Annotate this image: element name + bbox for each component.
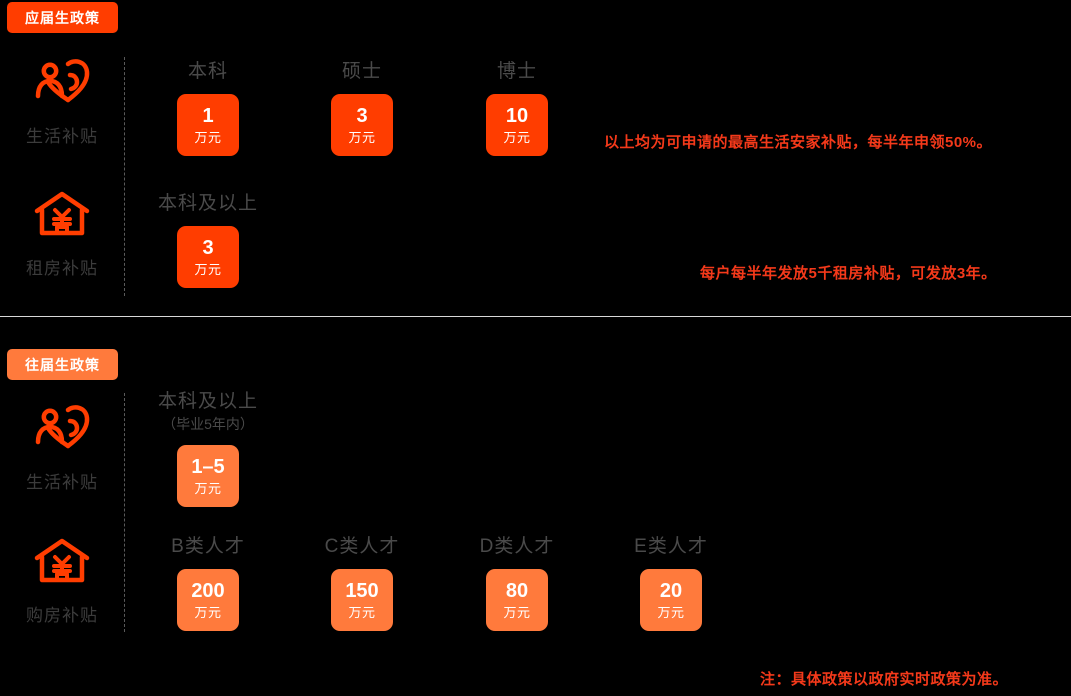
category-label: E类人才 bbox=[634, 536, 708, 557]
amount-unit: 万元 bbox=[657, 605, 685, 620]
amount-card: 200 万元 bbox=[177, 569, 239, 631]
family-heart-icon bbox=[0, 58, 124, 110]
category-label: 本科及以上 bbox=[157, 193, 258, 214]
amount-card: 80 万元 bbox=[486, 569, 548, 631]
section-divider bbox=[0, 316, 1071, 317]
group-bachelor-living: 本科 1 万元 bbox=[138, 56, 278, 156]
row-label-text: 生活补贴 bbox=[26, 473, 98, 492]
section-badge-previous-graduate: 往届生政策 bbox=[7, 349, 118, 380]
section-badge-fresh-graduate: 应届生政策 bbox=[7, 2, 118, 33]
amount-unit: 万元 bbox=[348, 605, 376, 620]
group-talent-d: D类人才 80 万元 bbox=[447, 531, 587, 631]
amount-card: 1 万元 bbox=[177, 94, 239, 156]
house-yuan-icon bbox=[0, 537, 124, 589]
category-label: 本科及以上 bbox=[157, 391, 258, 412]
amount-unit: 万元 bbox=[194, 605, 222, 620]
category-label: 本科 bbox=[187, 61, 228, 82]
amount-unit: 万元 bbox=[503, 130, 531, 145]
amount-unit: 万元 bbox=[503, 605, 531, 620]
group-talent-b: B类人才 200 万元 bbox=[138, 531, 278, 631]
amount-unit: 万元 bbox=[348, 130, 376, 145]
group-doctor-living: 博士 10 万元 bbox=[447, 56, 587, 156]
amount-value: 10 bbox=[505, 105, 529, 127]
group-talent-e: E类人才 20 万元 bbox=[601, 531, 741, 631]
amount-value: 150 bbox=[345, 580, 379, 602]
amount-card: 3 万元 bbox=[331, 94, 393, 156]
row-label-text: 租房补贴 bbox=[26, 259, 98, 278]
amount-unit: 万元 bbox=[194, 262, 222, 277]
amount-card: 10 万元 bbox=[486, 94, 548, 156]
amount-value: 200 bbox=[191, 580, 225, 602]
amount-value: 80 bbox=[505, 580, 529, 602]
amount-value: 1 bbox=[202, 105, 214, 127]
amount-card: 150 万元 bbox=[331, 569, 393, 631]
amount-card: 20 万元 bbox=[640, 569, 702, 631]
category-label: C类人才 bbox=[324, 536, 400, 557]
family-heart-icon bbox=[0, 404, 124, 456]
row-label-living-subsidy-fresh: 生活补贴 bbox=[0, 58, 124, 147]
group-master-living: 硕士 3 万元 bbox=[292, 56, 432, 156]
row-label-rent-subsidy: 租房补贴 bbox=[0, 190, 124, 279]
category-label: D类人才 bbox=[479, 536, 555, 557]
group-bachelor-plus-living-prev: 本科及以上 （毕业5年内） 1–5 万元 bbox=[138, 386, 278, 507]
row-label-text: 生活补贴 bbox=[26, 127, 98, 146]
footer-note: 注：具体政策以政府实时政策为准。 bbox=[760, 671, 1009, 688]
column-divider-dashed-bottom bbox=[124, 393, 125, 632]
amount-card: 1–5 万元 bbox=[177, 445, 239, 507]
group-bachelor-plus-rent: 本科及以上 3 万元 bbox=[138, 188, 278, 288]
category-label: 硕士 bbox=[341, 61, 382, 82]
category-label: 博士 bbox=[496, 61, 537, 82]
category-label: B类人才 bbox=[171, 536, 245, 557]
row-label-text: 购房补贴 bbox=[26, 606, 98, 625]
amount-unit: 万元 bbox=[194, 130, 222, 145]
amount-value: 1–5 bbox=[191, 456, 225, 478]
amount-card: 3 万元 bbox=[177, 226, 239, 288]
amount-value: 3 bbox=[202, 237, 214, 259]
note-living-subsidy-fresh: 以上均为可申请的最高生活安家补贴，每半年申领50%。 bbox=[604, 134, 993, 151]
amount-value: 20 bbox=[659, 580, 683, 602]
row-label-living-subsidy-previous: 生活补贴 bbox=[0, 404, 124, 493]
house-yuan-icon bbox=[0, 190, 124, 242]
note-rent-subsidy: 每户每半年发放5千租房补贴，可发放3年。 bbox=[700, 265, 997, 282]
amount-value: 3 bbox=[356, 105, 368, 127]
category-sublabel: （毕业5年内） bbox=[162, 416, 254, 432]
column-divider-dashed-top bbox=[124, 57, 125, 296]
group-talent-c: C类人才 150 万元 bbox=[292, 531, 432, 631]
amount-unit: 万元 bbox=[194, 481, 222, 496]
row-label-home-purchase-subsidy: 购房补贴 bbox=[0, 537, 124, 626]
